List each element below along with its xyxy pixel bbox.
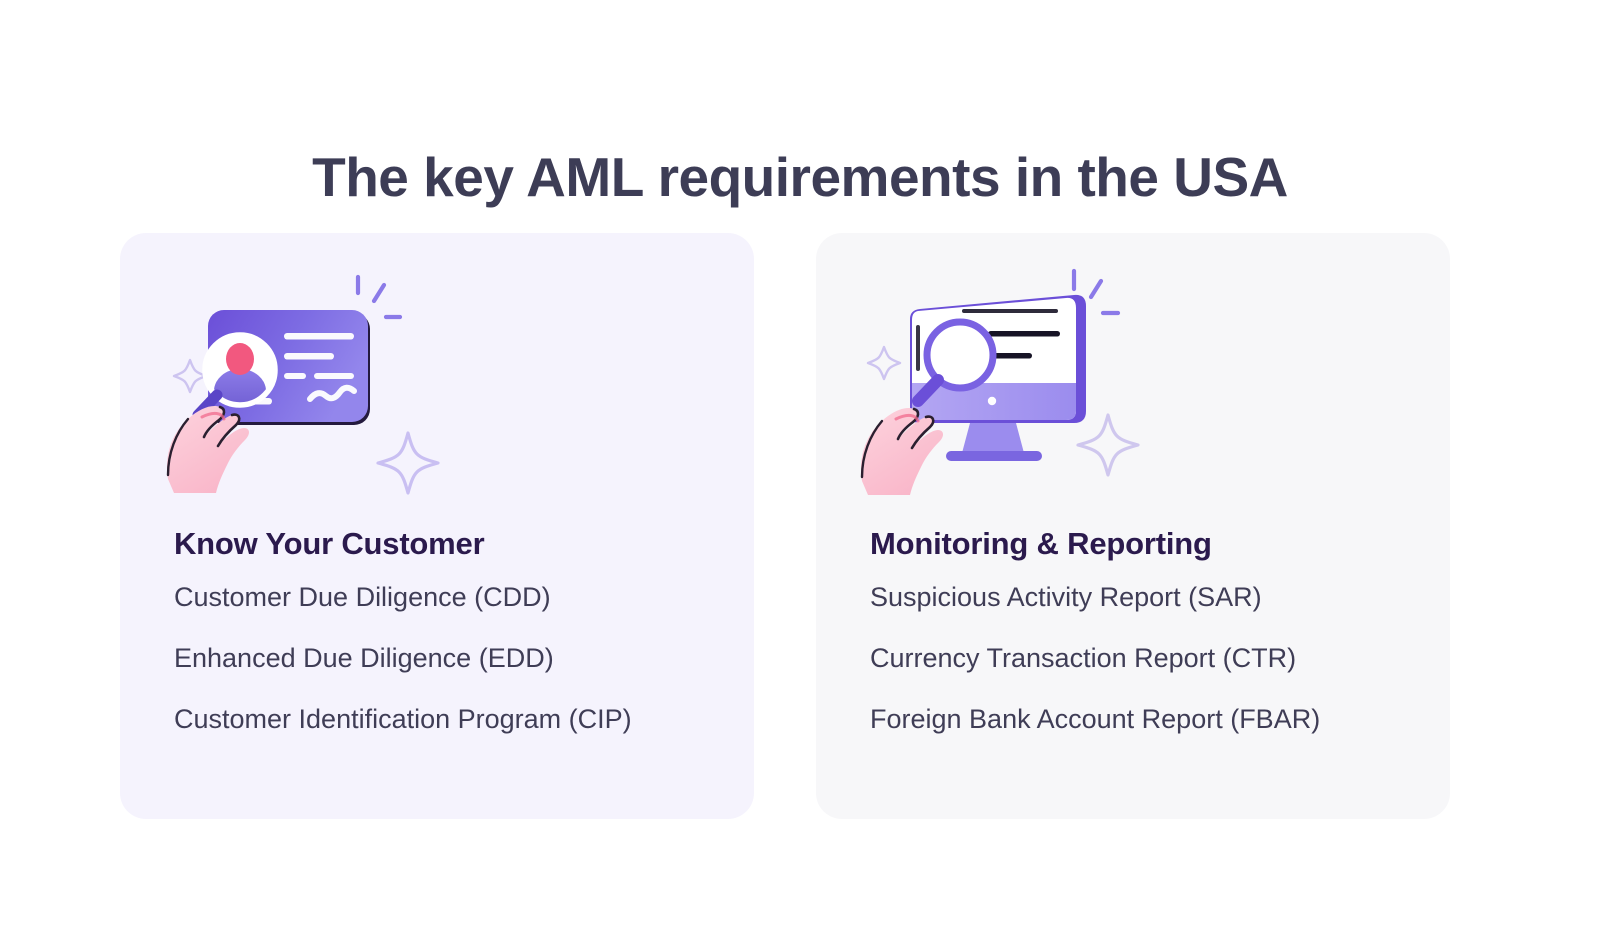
card-text-block-kyc: Know Your Customer Customer Due Diligenc… — [174, 525, 734, 737]
requirement-cards-container: Know Your Customer Customer Due Diligenc… — [120, 233, 1450, 819]
list-item: Suspicious Activity Report (SAR) — [870, 581, 1262, 612]
card-heading-monitoring: Monitoring & Reporting — [870, 526, 1212, 561]
hand-icon — [166, 405, 250, 493]
card-monitoring-reporting: Monitoring & Reporting Suspicious Activi… — [816, 233, 1450, 819]
magnifier-icon — [912, 318, 997, 407]
monitor-monitoring-illustration — [858, 265, 1158, 495]
card-heading-kyc: Know Your Customer — [174, 526, 485, 561]
list-item: Customer Due Diligence (CDD) — [174, 581, 551, 612]
shine-marks-icon — [355, 274, 403, 320]
shine-marks-icon — [1071, 268, 1121, 316]
sparkle-small-icon — [866, 345, 902, 381]
sparkle-large-icon — [1076, 413, 1140, 477]
list-item: Foreign Bank Account Report (FBAR) — [870, 703, 1321, 734]
list-item: Enhanced Due Diligence (EDD) — [174, 642, 554, 673]
card-know-your-customer: Know Your Customer Customer Due Diligenc… — [120, 233, 754, 819]
list-item: Customer Identification Program (CIP) — [174, 703, 632, 734]
page-title: The key AML requirements in the USA — [312, 145, 1288, 208]
sparkle-small-icon — [172, 358, 208, 394]
card-text-block-monitoring: Monitoring & Reporting Suspicious Activi… — [870, 525, 1430, 737]
sparkle-large-icon — [376, 431, 440, 495]
hand-icon — [860, 407, 944, 495]
monitor-text-lines — [916, 309, 1060, 371]
requirement-list-kyc: Customer Due Diligence (CDD) Enhanced Du… — [174, 580, 734, 737]
id-card-verification-illustration — [162, 265, 462, 495]
list-item: Currency Transaction Report (CTR) — [870, 642, 1297, 673]
requirement-list-monitoring: Suspicious Activity Report (SAR) Currenc… — [870, 580, 1430, 737]
